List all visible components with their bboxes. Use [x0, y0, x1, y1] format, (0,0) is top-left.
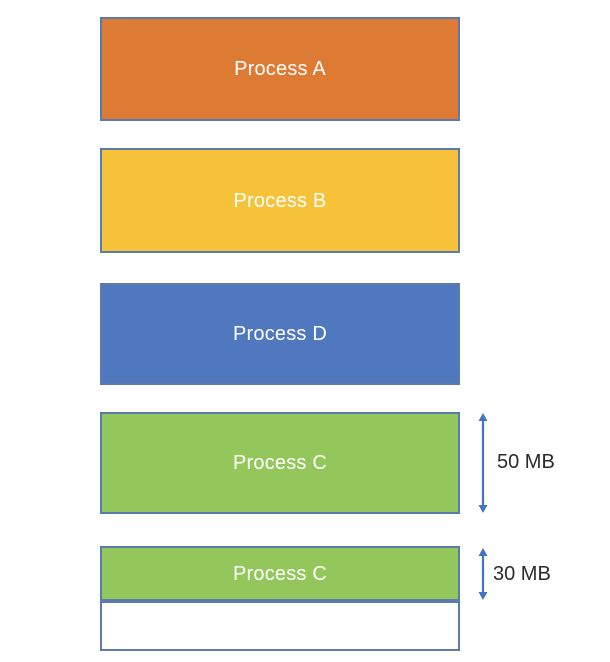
- dimension-arrow-group: [476, 413, 490, 513]
- memory-block: Process C: [100, 412, 460, 514]
- memory-block: Process C: [100, 546, 460, 601]
- memory-block-free: [100, 601, 460, 651]
- double-headed-arrow-icon: [478, 413, 488, 513]
- memory-block-label: Process C: [232, 452, 328, 474]
- dimension-label: 50 MB: [497, 451, 555, 473]
- dimension-arrow-group: [476, 548, 490, 600]
- memory-block: Process A: [100, 17, 460, 121]
- double-headed-arrow-icon: [478, 548, 488, 600]
- memory-block: Process B: [100, 148, 460, 253]
- memory-block-label: Process D: [232, 323, 328, 345]
- memory-block: Process D: [100, 283, 460, 385]
- memory-block-label: Process A: [234, 58, 326, 80]
- dimension-label: 30 MB: [493, 563, 551, 585]
- memory-block-label: Process C: [232, 562, 328, 585]
- memory-block-label: Process B: [233, 189, 327, 212]
